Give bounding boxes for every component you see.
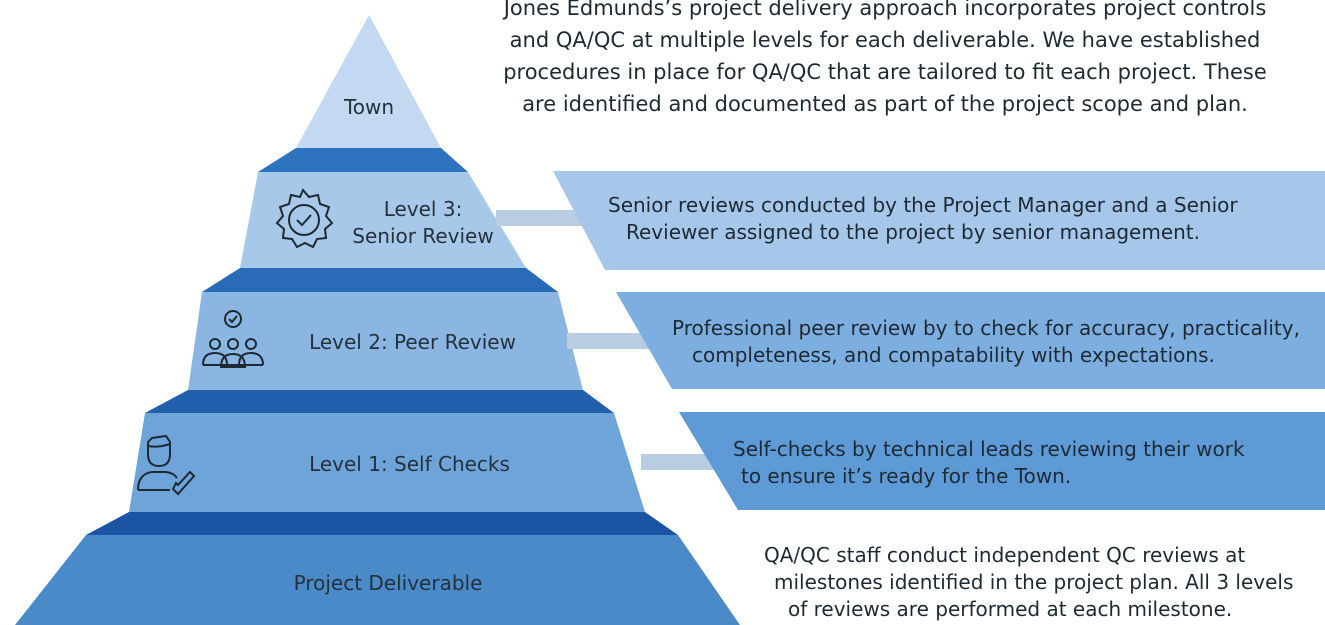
tier-label-level2: Level 2: Peer Review [309, 330, 516, 354]
tier-label-level1: Level 1: Self Checks [309, 452, 510, 476]
intro-line-4: are identified and documented as part of… [522, 92, 1248, 116]
description-level1: Self-checks by technical leads reviewing… [731, 436, 1311, 490]
description-level1-line2: to ensure it’s ready for the Town. [741, 464, 1072, 488]
banner-level2 [616, 292, 1325, 389]
intro-line-1: Jones Edmunds’s project delivery approac… [503, 0, 1267, 20]
person-check-icon [137, 434, 196, 496]
description-level3-line2: Reviewer assigned to the project by seni… [626, 220, 1201, 244]
connector-level1 [641, 454, 721, 470]
shelf-level1 [86, 512, 678, 535]
tier-level2 [188, 292, 583, 390]
tier-label-level3: Level 3: Senior Review [323, 196, 523, 250]
tier-deliverable [15, 535, 740, 625]
tier-town [296, 15, 441, 148]
shelf-level2 [145, 390, 614, 413]
intro-line-3: procedures in place for QA/QC that are t… [503, 60, 1267, 84]
description-level2-line1: Professional peer review by to check for… [672, 316, 1300, 340]
description-level2-line2: completeness, and compatability with exp… [692, 343, 1215, 367]
description-deliverable: QA/QC staff conduct independent QC revie… [762, 542, 1322, 623]
intro-line-2: and QA/QC at multiple levels for each de… [509, 28, 1261, 52]
description-level2: Professional peer review by to check for… [670, 315, 1320, 369]
intro-paragraph: Jones Edmunds’s project delivery approac… [440, 0, 1325, 120]
team-check-icon [202, 310, 264, 368]
description-level3-line1: Senior reviews conducted by the Project … [608, 193, 1238, 217]
connector-level2 [567, 333, 657, 349]
banner-level3 [553, 171, 1325, 270]
shelf-town [258, 148, 468, 172]
description-deliverable-line1: QA/QC staff conduct independent QC revie… [764, 543, 1246, 567]
description-level3: Senior reviews conducted by the Project … [606, 192, 1316, 246]
tier-level1 [129, 413, 645, 512]
badge-check-icon [275, 188, 334, 249]
tier-label-deliverable: Project Deliverable [293, 571, 483, 595]
tier-label-level3-line2: Senior Review [352, 224, 494, 248]
banner-level1 [679, 412, 1325, 510]
description-level1-line1: Self-checks by technical leads reviewing… [733, 437, 1245, 461]
tier-label-town: Town [343, 95, 395, 119]
description-deliverable-line3: of reviews are performed at each milesto… [788, 597, 1233, 621]
shelf-level3 [202, 268, 558, 292]
description-deliverable-line2: milestones identified in the project pla… [774, 570, 1294, 594]
tier-label-level3-line1: Level 3: [383, 197, 463, 221]
